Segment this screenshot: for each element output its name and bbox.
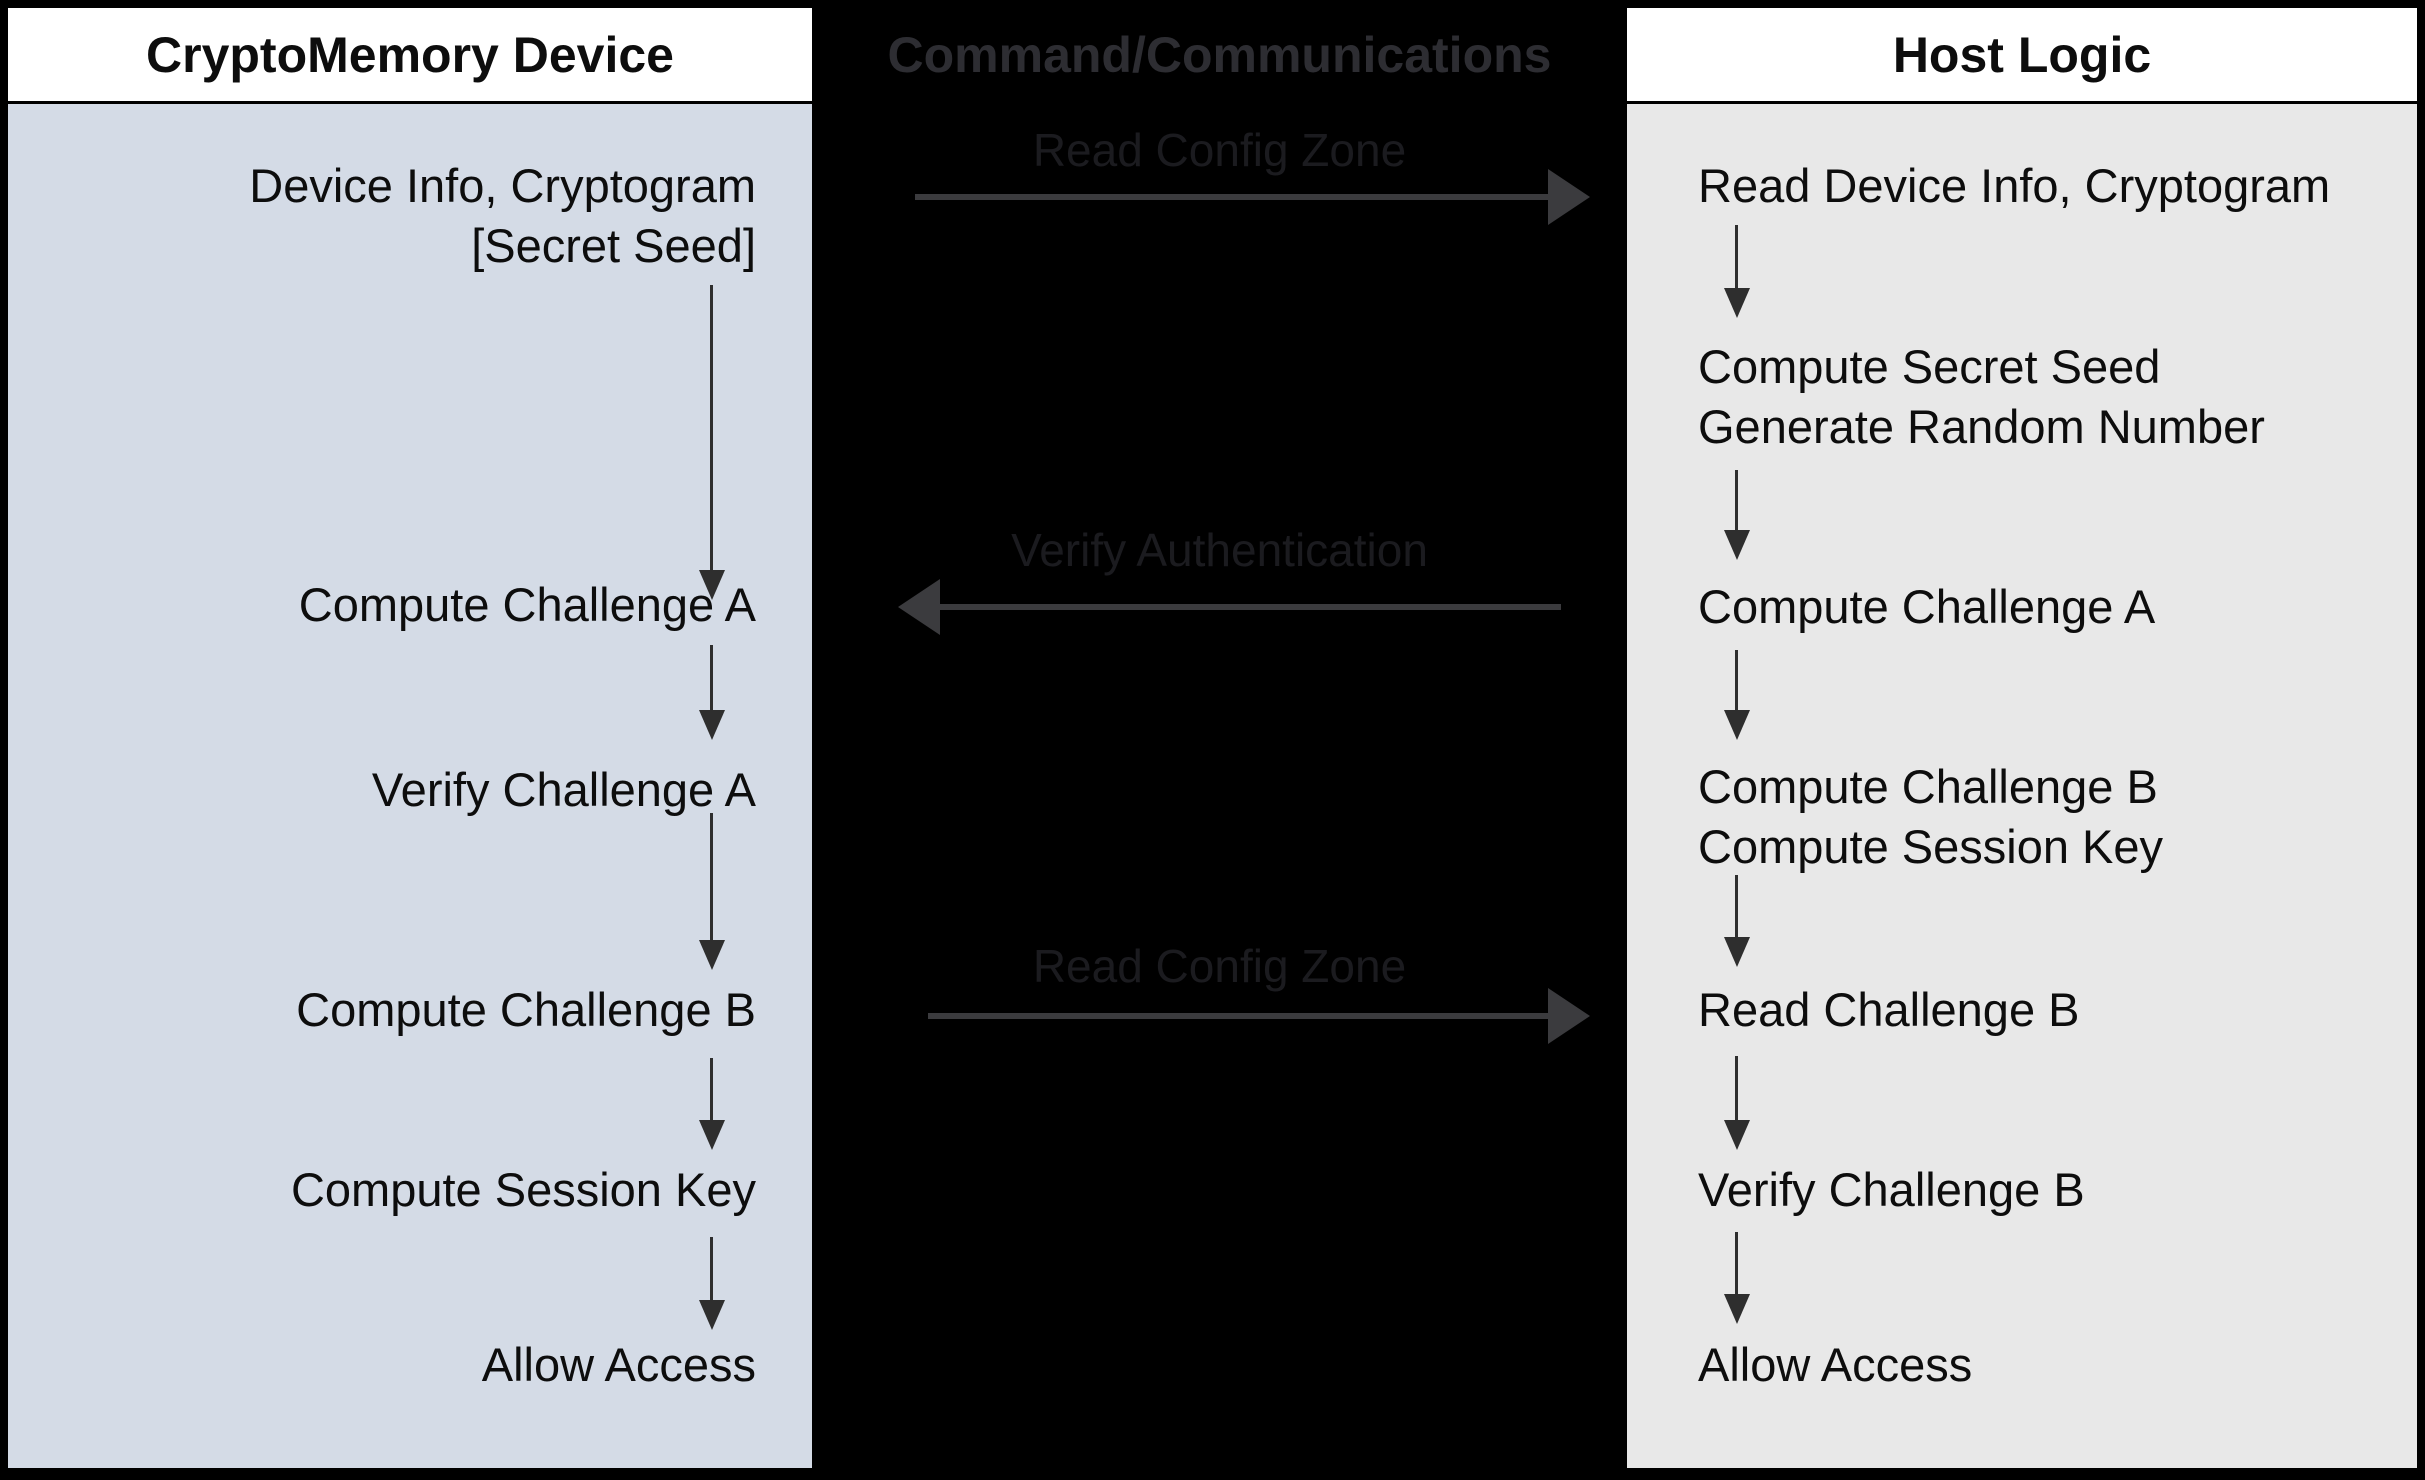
arrowhead-icon [1724, 710, 1750, 740]
arrow-stem [710, 645, 713, 712]
step-device-info-cryptogram: Device Info, Cryptogram [Secret Seed] [249, 159, 756, 272]
arrowhead-icon [699, 710, 725, 740]
cryptomemory-device-header: CryptoMemory Device [8, 8, 812, 101]
step-compute-challenge-a-host: Compute Challenge A [1698, 580, 2156, 633]
cryptomemory-device-header-label: CryptoMemory Device [146, 26, 674, 83]
arrowhead-icon [1724, 937, 1750, 967]
arrow-stem [710, 1058, 713, 1122]
arrow-line [940, 604, 1561, 610]
down-arrow-icon [699, 1058, 725, 1150]
arrowhead-icon [1724, 1294, 1750, 1324]
host-logic-panel [1627, 104, 2417, 1468]
label-read-config-zone-2: Read Config Zone [1032, 940, 1407, 992]
host-logic-header-label: Host Logic [1892, 26, 2152, 83]
down-arrow-icon [1724, 1056, 1750, 1150]
step-verify-challenge-a-device: Verify Challenge A [371, 763, 756, 816]
down-arrow-icon [1724, 650, 1750, 740]
arrow-right-read-config-zone-2 [928, 988, 1590, 1044]
step-compute-secret-seed: Compute Secret Seed Generate Random Numb… [1698, 340, 2265, 453]
arrowhead-icon [699, 940, 725, 970]
step-allow-access-device: Allow Access [481, 1338, 756, 1391]
arrowhead-icon [699, 1300, 725, 1330]
arrowhead-icon [699, 1120, 725, 1150]
arrow-right-read-config-zone-1 [915, 169, 1590, 225]
arrow-stem [710, 285, 713, 572]
arrow-line [915, 194, 1548, 200]
arrow-stem [710, 1237, 713, 1302]
host-logic-header: Host Logic [1627, 8, 2417, 101]
step-verify-challenge-b: Verify Challenge B [1698, 1163, 2085, 1216]
down-arrow-icon [699, 1237, 725, 1330]
step-compute-challenge-a-device: Compute Challenge A [298, 578, 756, 631]
arrow-stem [710, 813, 713, 942]
step-read-challenge-b: Read Challenge B [1698, 983, 2080, 1036]
arrowhead-right-icon [1548, 169, 1590, 225]
step-compute-challenge-b-host: Compute Challenge B Compute Session Key [1698, 760, 2164, 873]
step-compute-session-key-device: Compute Session Key [290, 1163, 756, 1216]
arrowhead-icon [1724, 530, 1750, 560]
arrow-stem [1735, 1232, 1738, 1296]
down-arrow-icon [1724, 1232, 1750, 1324]
step-read-device-info: Read Device Info, Cryptogram [1698, 159, 2331, 212]
arrow-line [928, 1013, 1548, 1019]
arrow-stem [1735, 1056, 1738, 1122]
arrowhead-icon [699, 570, 725, 600]
down-arrow-icon [1724, 875, 1750, 967]
arrow-stem [1735, 650, 1738, 712]
arrow-stem [1735, 470, 1738, 532]
arrow-stem [1735, 225, 1738, 290]
down-arrow-icon [699, 645, 725, 740]
arrowhead-right-icon [1548, 988, 1590, 1044]
down-arrow-icon [1724, 225, 1750, 318]
down-arrow-icon [699, 285, 725, 600]
arrowhead-left-icon [898, 579, 940, 635]
step-compute-challenge-b-device: Compute Challenge B [296, 983, 756, 1036]
arrow-left-verify-authentication [898, 579, 1561, 635]
down-arrow-icon [699, 813, 725, 970]
arrowhead-icon [1724, 288, 1750, 318]
label-verify-authentication: Verify Authentication [1011, 524, 1428, 576]
down-arrow-icon [1724, 470, 1750, 560]
arrowhead-icon [1724, 1120, 1750, 1150]
command-communications-header: Command/Communications [812, 8, 1627, 101]
arrow-stem [1735, 875, 1738, 939]
label-read-config-zone-1: Read Config Zone [1032, 124, 1407, 176]
step-allow-access-host: Allow Access [1698, 1338, 1973, 1391]
cryptomemory-device-panel [8, 104, 812, 1468]
command-communications-header-label: Command/Communications [887, 26, 1552, 83]
